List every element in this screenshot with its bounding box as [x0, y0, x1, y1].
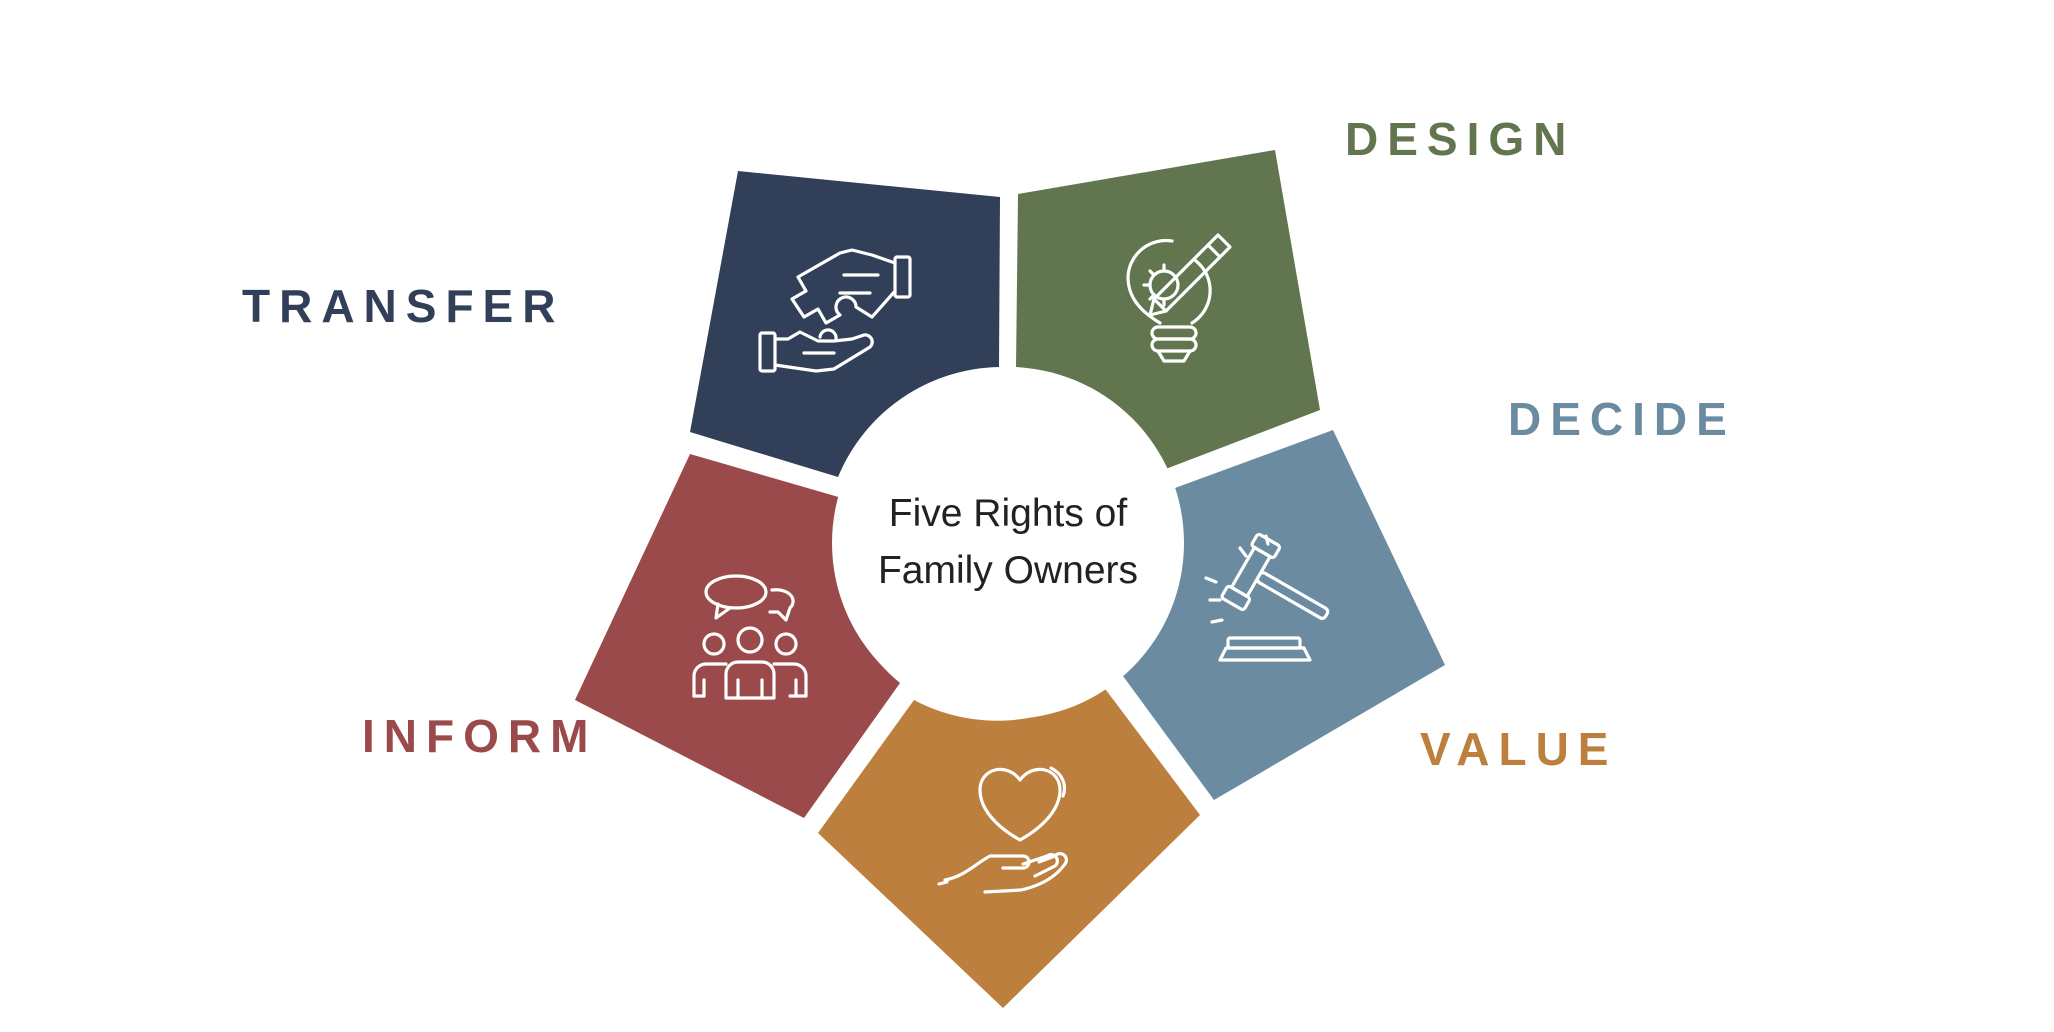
group-chat-icon — [692, 574, 808, 700]
segment-decide: DECIDE — [1120, 393, 1736, 800]
center-title-line2: Family Owners — [878, 549, 1138, 592]
label-inform: INFORM — [362, 710, 597, 762]
label-transfer: TRANSFER — [242, 280, 564, 332]
segment-transfer-shape — [690, 171, 1000, 477]
segment-value-shape — [818, 686, 1200, 1008]
gavel-icon — [1204, 532, 1330, 662]
heart-hand-icon — [937, 766, 1068, 894]
center-title-line1: Five Rights of — [889, 492, 1128, 535]
label-decide: DECIDE — [1508, 393, 1736, 445]
center-circle — [832, 367, 1184, 719]
label-value: VALUE — [1420, 723, 1618, 775]
segment-transfer: TRANSFER — [242, 171, 1000, 477]
handshake-puzzle-icon — [758, 248, 912, 373]
label-design: DESIGN — [1345, 113, 1575, 165]
lightbulb-pencil-icon — [1126, 233, 1232, 363]
segment-decide-shape — [1120, 430, 1445, 800]
segment-value: VALUE — [818, 686, 1618, 1008]
segment-inform: INFORM — [362, 454, 900, 818]
